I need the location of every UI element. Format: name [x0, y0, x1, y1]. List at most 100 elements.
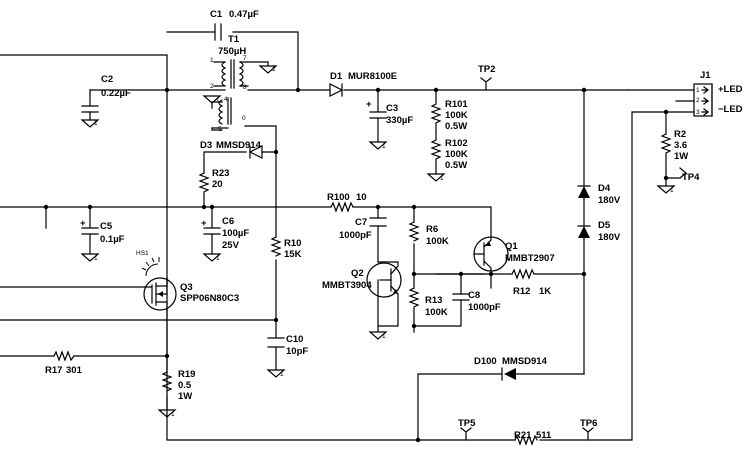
c3-polarity: + — [366, 99, 372, 110]
c10-ref: C10 — [286, 334, 303, 345]
zener-d4: D4 180V — [577, 183, 621, 206]
r13-value: 100K — [425, 307, 448, 318]
testpoint-tp4: TP4 — [679, 167, 700, 183]
ground-c2: 1 — [80, 119, 100, 128]
ground-symbols: 1 1 1 1 1 1 1 1 — [80, 61, 676, 418]
tp2-ref: TP2 — [478, 64, 495, 75]
svg-text:1: 1 — [272, 66, 276, 73]
junction-dots — [43, 87, 669, 443]
svg-text:1: 1 — [216, 97, 220, 104]
transistor-q2: Q2 MMBT3904 — [322, 261, 402, 298]
r102-value: 100K — [445, 149, 468, 160]
mosfet-q3: Q3 SPP06N80C3 — [143, 277, 239, 311]
d4-value: 180V — [598, 195, 621, 206]
transformer-t1: T1 750µH 1 2 7 8 4 5 0 — [210, 34, 249, 133]
t1-pin-1: 1 — [210, 57, 214, 64]
d3-ref: D3 — [200, 140, 212, 151]
j1-led-neg-label: −LED — [718, 104, 743, 115]
c5-value: 0.1µF — [100, 234, 125, 245]
resistor-r17: R17 301 — [45, 350, 83, 376]
svg-text:1: 1 — [382, 143, 386, 150]
svg-text:1: 1 — [280, 371, 284, 378]
c5-ref: C5 — [100, 221, 113, 232]
c6-rating: 25V — [222, 240, 240, 251]
d3-value: MMSD914 — [216, 140, 262, 151]
q2-value: MMBT3904 — [322, 280, 372, 291]
c8-value: 1000pF — [468, 302, 501, 313]
d5-value: 180V — [598, 232, 621, 243]
tp6-ref: TP6 — [580, 418, 597, 429]
t1-pin-8: 8 — [243, 84, 247, 91]
transistor-q1: Q1 MMBT2907 — [473, 231, 555, 276]
t1-value: 750µH — [218, 46, 246, 57]
heatsink-hs1: HS1 — [136, 250, 160, 277]
j1-ref: J1 — [700, 70, 711, 81]
r101-rating: 0.5W — [445, 121, 467, 132]
r2-value: 3.6 — [674, 140, 687, 151]
capacitor-c1: C1 0.47µF — [210, 9, 259, 41]
ground-t1-top: 1 — [258, 61, 278, 74]
ground-c5: 1 — [80, 253, 100, 262]
svg-text:1: 1 — [382, 333, 386, 340]
svg-text:1: 1 — [670, 187, 674, 194]
r21-value: 511 — [536, 430, 552, 441]
r101-ref: R101 — [445, 99, 468, 110]
resistor-r6: R6 100K — [408, 221, 449, 247]
r12-ref: R12 — [513, 286, 530, 297]
connector-j1: J1 1 2 3 +LED −LED — [693, 70, 743, 117]
c2-ref: C2 — [101, 74, 113, 85]
diode-d100: D100 MMSD914 — [474, 356, 548, 381]
ground-r102: 1 — [426, 173, 446, 182]
capacitor-c8: C8 1000pF — [452, 290, 501, 313]
c6-polarity: + — [201, 218, 207, 229]
c10-value: 10pF — [286, 346, 308, 357]
t1-pin-5: 5 — [218, 126, 222, 133]
d1-ref: D1 — [330, 71, 343, 82]
tp4-ref: TP4 — [682, 172, 700, 183]
r100-value: 10 — [356, 192, 367, 203]
resistor-r102: R102 100K 0.5W — [430, 131, 468, 175]
resistor-r2: R2 3.6 1W — [660, 129, 688, 162]
r19-ref: R19 — [178, 369, 195, 380]
q2-ref: Q2 — [351, 268, 364, 279]
resistor-r13: R13 100K — [408, 287, 448, 319]
r2-ref: R2 — [674, 129, 686, 140]
resistor-r12: R12 1K — [511, 268, 551, 297]
j1-led-pos-label: +LED — [718, 84, 743, 95]
r2-rating: 1W — [674, 151, 688, 162]
d100-value: MMSD914 — [502, 356, 548, 367]
ground-r19: 1 — [157, 409, 177, 418]
capacitor-c5: + C5 0.1µF — [80, 218, 125, 255]
j1-pin-1: 1 — [696, 87, 700, 94]
q1-ref: Q1 — [505, 241, 518, 252]
t1-pin-7: 7 — [243, 55, 247, 62]
d5-ref: D5 — [598, 220, 611, 231]
zener-d5: D5 180V — [577, 220, 621, 243]
r102-ref: R102 — [445, 138, 468, 149]
svg-text:1: 1 — [171, 411, 175, 418]
capacitor-c3: + C3 330µF — [366, 89, 413, 143]
resistor-r100: R100 10 — [327, 192, 367, 213]
ground-t1-aux: 1 — [202, 95, 222, 104]
svg-text:1: 1 — [94, 120, 98, 127]
c7-ref: C7 — [355, 217, 367, 228]
svg-text:1: 1 — [94, 255, 98, 262]
r19-value: 0.5 — [178, 380, 192, 391]
r17-value: 301 — [66, 365, 83, 376]
capacitor-c2: C2 0.22µF — [81, 74, 131, 113]
c5-polarity: + — [80, 218, 86, 229]
c2-value: 0.22µF — [101, 88, 131, 99]
diode-d1: D1 MUR8100E — [329, 71, 397, 97]
resistor-r101: R101 100K 0.5W — [430, 89, 468, 133]
r10-value: 15K — [284, 249, 302, 260]
c1-value: 0.47µF — [229, 9, 259, 20]
t1-pin-4: 4 — [224, 96, 228, 103]
t1-pin-2: 2 — [210, 83, 214, 90]
d1-value: MUR8100E — [348, 71, 397, 82]
r12-value: 1K — [539, 286, 551, 297]
q1-value: MMBT2907 — [505, 253, 555, 264]
capacitor-c7: C7 1000pF — [339, 217, 387, 241]
r100-ref: R100 — [327, 192, 350, 203]
r19-rating: 1W — [178, 391, 192, 402]
